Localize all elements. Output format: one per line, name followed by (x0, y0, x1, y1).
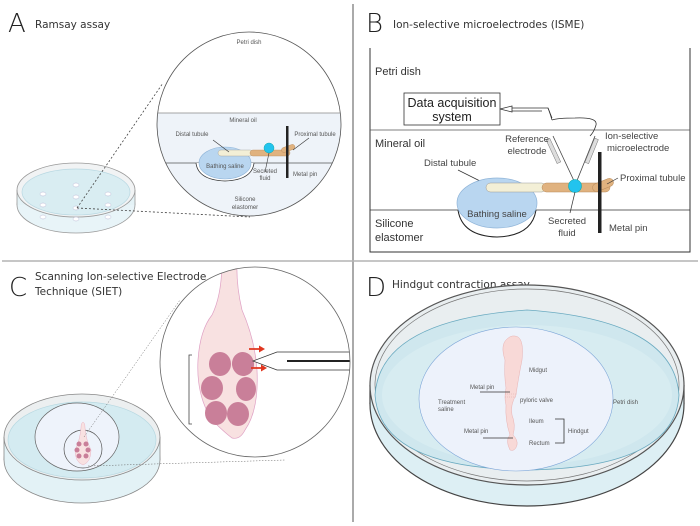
label-daq-1: Data acquisition (408, 96, 497, 110)
distal-tubule (485, 182, 547, 193)
label-ion-selective: Ion-selective (605, 131, 658, 142)
panel-a: A Ramsay assay (8, 9, 342, 234)
label-hindgut: Hindgut (568, 429, 589, 435)
label-metal-pin: Metal pin (609, 223, 648, 234)
label-microelectrode: microelectrode (607, 143, 669, 154)
label-bathing-saline: Bathing saline (206, 164, 244, 170)
label-bathing-saline: Bathing saline (467, 209, 527, 220)
panel-d-letter: D (366, 273, 386, 303)
label-rectum: Rectum (529, 441, 550, 447)
label-secreted: Secreted (253, 169, 277, 175)
label-metal-pin-bottom: Metal pin (464, 429, 488, 435)
reference-electrode (545, 135, 576, 184)
panel-b-letter: B (366, 9, 383, 39)
flux-arrow (251, 364, 267, 372)
label-distal-tubule: Distal tubule (424, 158, 476, 169)
signal-arrow (499, 105, 513, 113)
petri-dish-small (16, 162, 136, 234)
label-midgut: Midgut (529, 368, 547, 374)
label-secreted: Secreted (548, 216, 586, 227)
label-mineral-oil: Mineral oil (375, 138, 425, 150)
label-metal-pin-top: Metal pin (470, 385, 494, 391)
ramsay-zoom-circle (157, 112, 341, 216)
petri-dish-hindgut (369, 284, 685, 507)
scan-range-bracket (188, 354, 192, 425)
panel-b-title: Ion-selective microelectrodes (ISME) (393, 19, 584, 31)
panel-c-title-1: Scanning Ion-selective Electrode (35, 271, 206, 283)
gut-preparation (502, 335, 523, 451)
secreted-fluid-drop (568, 179, 582, 193)
panel-a-letter: A (8, 9, 26, 39)
label-mineral-oil: Mineral oil (229, 118, 256, 124)
label-reference: Reference (505, 134, 549, 145)
label-daq-2: system (432, 110, 472, 124)
siet-zoom-circle (197, 267, 350, 439)
label-electrode: electrode (507, 146, 546, 157)
label-saline: saline (438, 407, 454, 413)
data-acquisition-box (403, 92, 501, 126)
label-ileum: Ileum (529, 419, 544, 425)
zoom-line (76, 82, 164, 209)
label-petri-dish: Petri dish (375, 66, 421, 78)
panel-b: B Ion-selective microelectrodes (ISME) P… (366, 9, 691, 253)
label-proximal-tubule: Proximal tubule (620, 173, 685, 184)
label-elastomer: elastomer (232, 205, 258, 211)
petri-dish-siet (3, 393, 161, 504)
dish-walls (369, 48, 691, 253)
panel-c-letter: C (9, 273, 27, 303)
label-petri-dish: Petri dish (613, 400, 638, 406)
label-elastomer: elastomer (375, 232, 424, 244)
label-silicone: Silicone (234, 197, 256, 203)
label-petri-dish: Petri dish (236, 40, 261, 46)
treatment-saline-area (418, 326, 614, 472)
label-treatment: Treatment (438, 400, 465, 406)
zoom-line (76, 207, 251, 218)
metal-pin (598, 152, 602, 233)
cell-cluster (201, 352, 256, 426)
zoom-line (83, 299, 181, 438)
label-fluid: fluid (558, 228, 575, 239)
hindgut-bracket (555, 418, 565, 444)
label-fluid: fluid (259, 176, 270, 182)
ion-selective-microelectrode (575, 135, 599, 184)
label-metal-pin: Metal pin (293, 172, 317, 178)
panel-d: D Hindgut contraction assay Midgut Metal… (366, 273, 685, 507)
label-pyloric-valve: pyloric valve (520, 398, 554, 404)
label-distal-tubule: Distal tubule (175, 132, 209, 138)
label-silicone: Silicone (375, 218, 414, 230)
panel-c: C Scanning Ion-selective Electrode Techn… (3, 266, 351, 504)
label-proximal-tubule: Proximal tubule (294, 132, 336, 138)
panel-a-title: Ramsay assay (35, 19, 110, 31)
flux-arrow (249, 345, 265, 353)
panel-c-title-2: Technique (SIET) (34, 286, 122, 298)
